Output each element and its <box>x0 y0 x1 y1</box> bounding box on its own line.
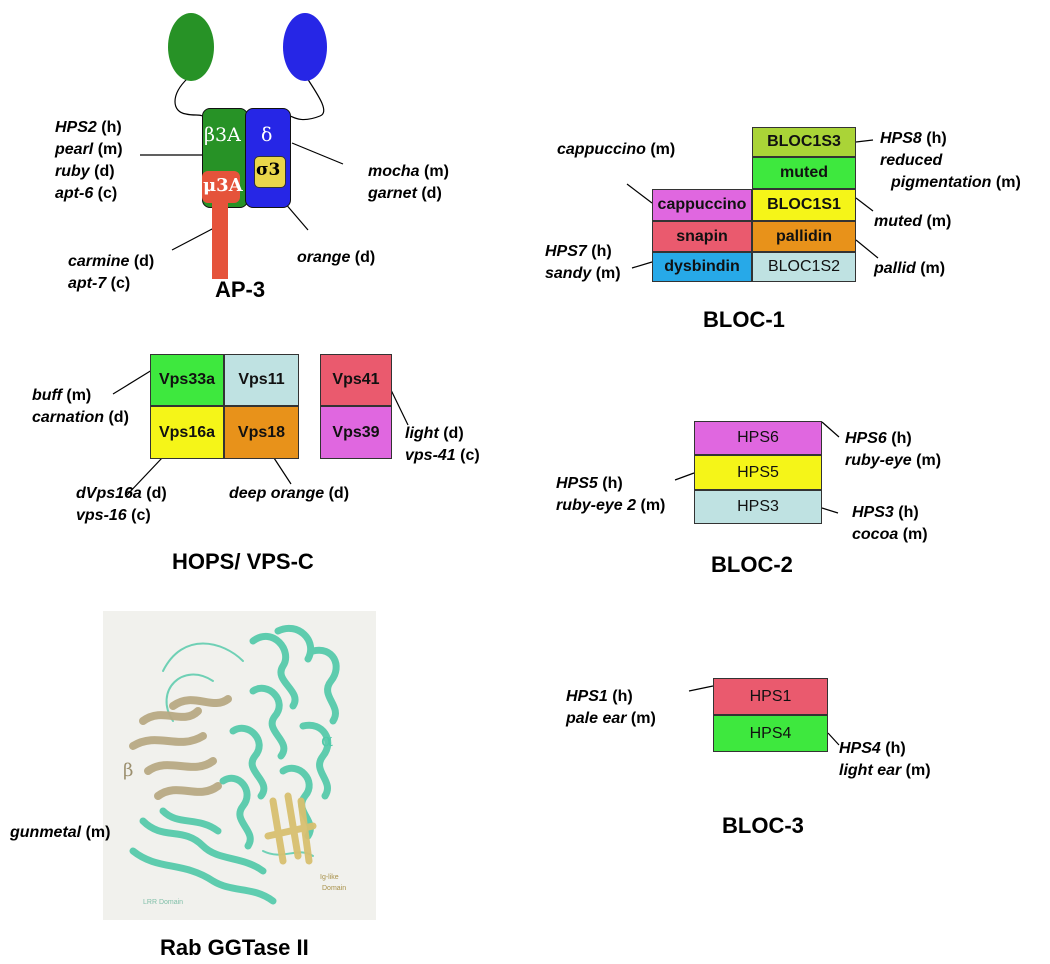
bloc2-subunit-hps6: HPS6 <box>694 421 822 455</box>
bloc3-title: BLOC-3 <box>722 813 804 838</box>
label-apt7: apt-7 (c) <box>68 275 131 292</box>
label-hps6: HPS6 (h) <box>845 430 912 447</box>
ap3-green-tether <box>174 77 203 117</box>
label-cocoa: cocoa (m) <box>852 526 928 543</box>
ap3-mu3a-stem <box>212 200 228 279</box>
label-hps1: HPS1 (h) <box>566 688 633 705</box>
label-carnation: carnation (d) <box>32 409 129 426</box>
ap3-title: AP-3 <box>215 277 266 302</box>
label-hps8: HPS8 (h) <box>880 130 947 147</box>
label-pigmentation: pigmentation (m) <box>891 174 1021 191</box>
label-muted: muted (m) <box>874 213 952 230</box>
rab-ggtase-structure-image: β α LRR Domain Ig-like Domain <box>103 611 376 920</box>
bloc1-subunit-dysbindin: dysbindin <box>652 252 752 282</box>
hops-subunit-vps18: Vps18 <box>224 406 299 459</box>
ap3-mu3a-subunit <box>202 171 240 203</box>
label-reduced: reduced <box>880 152 943 169</box>
label-carmine: carmine (d) <box>68 253 155 270</box>
bloc1-subunit-bloc1s2: BLOC1S2 <box>752 252 856 282</box>
label-light-ear: light ear (m) <box>839 762 931 779</box>
lrr-domain-label: LRR Domain <box>143 899 183 906</box>
beta-label: β <box>123 760 133 781</box>
protein-ribbon-drawing: β α LRR Domain Ig-like Domain <box>123 624 346 906</box>
label-pale-ear: pale ear (m) <box>566 710 656 727</box>
label-orange: orange (d) <box>297 249 376 266</box>
bloc1-subunit-muted: muted <box>752 157 856 189</box>
label-buff: buff (m) <box>32 387 92 404</box>
label-pallid: pallid (m) <box>874 260 946 277</box>
ap3-sigma3-subunit <box>254 156 286 188</box>
label-pearl: pearl (m) <box>55 141 123 158</box>
ap3-mu3a-label: μ3A <box>203 175 243 196</box>
bloc3-subunit-hps4: HPS4 <box>713 715 828 752</box>
ap3-beta3a-label: β3A <box>204 124 241 146</box>
bloc2-subunit-hps3: HPS3 <box>694 490 822 524</box>
ap3-delta-label: δ <box>261 124 273 146</box>
label-hps7: HPS7 (h) <box>545 243 612 260</box>
label-vps16: vps-16 (c) <box>76 507 151 524</box>
ap3-blue-tether <box>289 77 325 121</box>
label-deep-orange: deep orange (d) <box>229 485 350 502</box>
label-vps41: vps-41 (c) <box>405 447 480 464</box>
label-garnet: garnet (d) <box>368 185 442 202</box>
label-mocha: mocha (m) <box>368 163 449 180</box>
label-hps3: HPS3 (h) <box>852 504 919 521</box>
label-ruby-eye-2: ruby-eye 2 (m) <box>556 497 666 514</box>
bloc1-subunit-bloc1s3: BLOC1S3 <box>752 127 856 157</box>
label-hps2: HPS2 (h) <box>55 119 122 136</box>
hops-title: HOPS/ VPS-C <box>172 549 314 574</box>
label-hps5: HPS5 (h) <box>556 475 623 492</box>
hops-subunit-vps39: Vps39 <box>320 406 392 459</box>
label-hps4: HPS4 (h) <box>839 740 906 757</box>
hops-subunit-vps41: Vps41 <box>320 354 392 406</box>
bloc1-subunit-bloc1s1: BLOC1S1 <box>752 189 856 221</box>
label-light: light (d) <box>405 425 464 442</box>
ap3-green-ear <box>168 13 214 81</box>
hops-subunit-vps16a: Vps16a <box>150 406 224 459</box>
label-ruby-eye: ruby-eye (m) <box>845 452 942 469</box>
bloc2-title: BLOC-2 <box>711 552 793 577</box>
ap3-blue-ear <box>283 13 327 81</box>
label-cappuccino: cappuccino (m) <box>557 141 676 158</box>
label-apt6: apt-6 (c) <box>55 185 118 202</box>
bloc1-subunit-cappuccino: cappuccino <box>652 189 752 221</box>
hops-subunit-vps11: Vps11 <box>224 354 299 406</box>
rab-ggtase-title: Rab GGTase II <box>160 935 309 960</box>
label-ruby: ruby (d) <box>55 163 115 180</box>
label-gunmetal: gunmetal (m) <box>10 824 111 841</box>
bloc3-subunit-hps1: HPS1 <box>713 678 828 715</box>
bloc1-title: BLOC-1 <box>703 307 785 332</box>
label-dvps16a: dVps16a (d) <box>76 485 167 502</box>
ig-like-label: Ig-like <box>320 874 339 881</box>
bloc2-subunit-hps5: HPS5 <box>694 455 822 490</box>
bloc1-subunit-pallidin: pallidin <box>752 221 856 252</box>
alpha-label: α <box>321 730 333 751</box>
ap3-sigma3-label: σ3 <box>256 160 281 180</box>
bloc1-subunit-snapin: snapin <box>652 221 752 252</box>
ig-domain-label: Domain <box>322 885 346 892</box>
label-sandy: sandy (m) <box>545 265 621 282</box>
hops-subunit-vps33a: Vps33a <box>150 354 224 406</box>
